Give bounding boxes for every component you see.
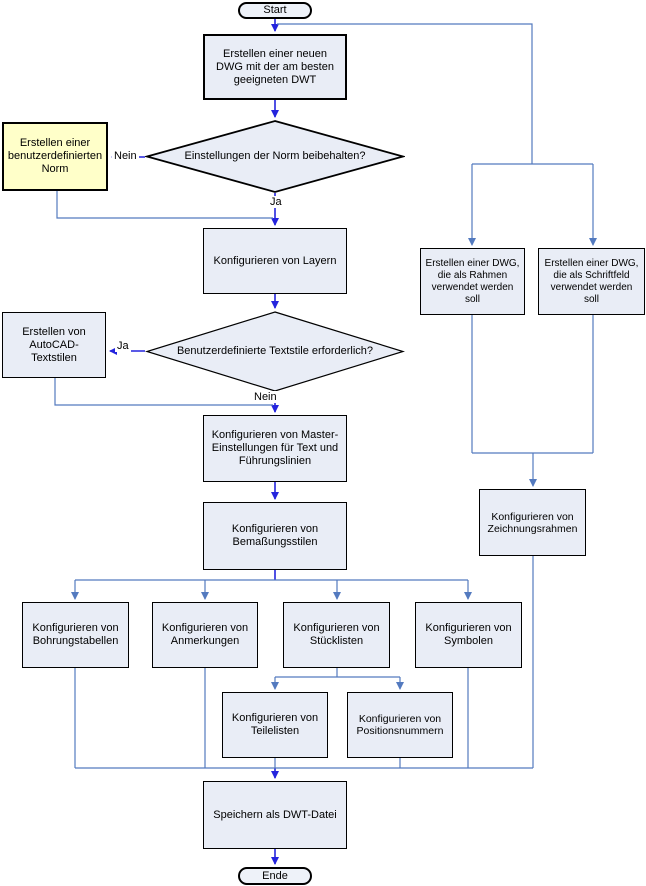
textstyles-decision-diamond: Benutzerdefinierte Textstile erforderlic…	[145, 311, 405, 392]
master-settings-step: Konfigurieren von Master-Einstellungen f…	[203, 415, 347, 482]
create-dwg-titleblock-step: Erstellen einer DWG, die als Schriftfeld…	[538, 248, 645, 315]
annotations-step: Konfigurieren von Anmerkungen	[152, 602, 258, 668]
symbols-step: Konfigurieren von Symbolen	[415, 602, 522, 668]
configure-layers-step: Konfigurieren von Layern	[203, 228, 347, 294]
create-custom-norm-step: Erstellen einer benutzerdefinierten Norm	[2, 122, 108, 191]
edge-label-norm-no: Nein	[112, 150, 139, 162]
balloons-step: Konfigurieren von Positionsnummern	[347, 692, 453, 758]
parts-lists-step: Konfigurieren von Stücklisten	[283, 602, 390, 668]
start-terminal: Start	[238, 2, 312, 19]
norm-decision-text: Einstellungen der Norm beibehalten?	[184, 150, 366, 162]
end-terminal: Ende	[238, 867, 312, 885]
norm-decision-diamond: Einstellungen der Norm beibehalten?	[145, 120, 405, 193]
textstyles-decision-text: Benutzerdefinierte Textstile erforderlic…	[176, 345, 374, 357]
create-autocad-textstyles-step: Erstellen von AutoCAD-Textstilen	[2, 312, 106, 378]
dimension-styles-step: Konfigurieren von Bemaßungsstilen	[203, 502, 347, 570]
create-new-dwg-step: Erstellen einer neuen DWG mit der am bes…	[203, 34, 347, 100]
drawing-frames-step: Konfigurieren von Zeichnungsrahmen	[479, 489, 586, 556]
edge-label-textstyle-yes: Ja	[115, 340, 131, 352]
edge-label-textstyle-no: Nein	[252, 391, 279, 403]
edge-label-norm-yes: Ja	[268, 196, 284, 208]
save-dwt-step: Speichern als DWT-Datei	[203, 781, 347, 849]
hole-tables-step: Konfigurieren von Bohrungstabellen	[22, 602, 129, 668]
create-dwg-frame-step: Erstellen einer DWG, die als Rahmen verw…	[420, 248, 525, 315]
branch-flow-lines	[54, 23, 597, 769]
item-lists-step: Konfigurieren von Teilelisten	[222, 692, 328, 758]
